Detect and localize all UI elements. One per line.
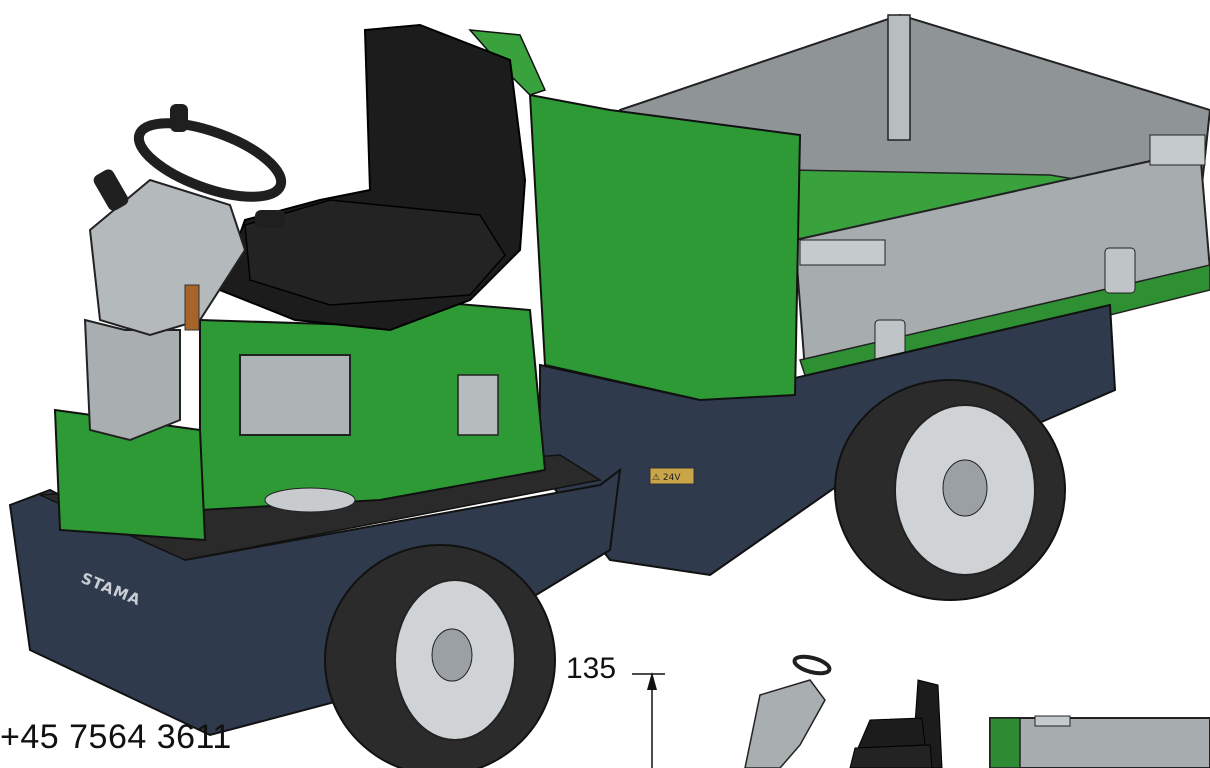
green-body (53, 29, 802, 542)
contact-phone: +45 7564 3611 (0, 718, 232, 756)
warning-sticker (649, 467, 695, 485)
steering-column (83, 104, 287, 442)
dimension-indicator (632, 672, 665, 768)
front-wheel (324, 544, 556, 768)
driver-seat (218, 23, 527, 332)
warning-label-text: ⚠ 24V (652, 473, 681, 483)
steering-wheel (133, 118, 287, 202)
thumbnail-parts (744, 654, 1210, 768)
dimension-label: 135 (566, 652, 617, 685)
rear-wheel (834, 379, 1066, 601)
